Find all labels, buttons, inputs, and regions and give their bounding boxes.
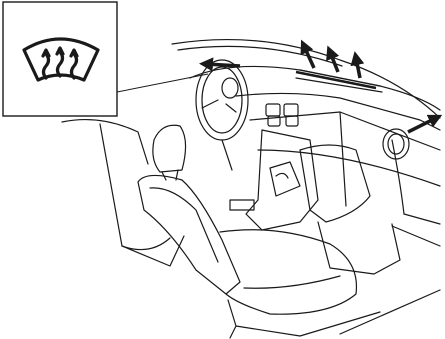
airflow-arrow-icon [206,64,240,66]
center-console [246,130,318,230]
airflow-arrow-icon [356,58,360,78]
callout-box [3,2,117,116]
defroster-callout [3,2,208,116]
driver-seat [138,125,380,338]
passenger-seat [300,145,370,222]
airflow-arrow-icon [408,118,436,132]
vehicle-interior [62,40,440,338]
left-door-trim [62,120,148,164]
steering-wheel [196,60,248,170]
center-vents [266,104,298,126]
